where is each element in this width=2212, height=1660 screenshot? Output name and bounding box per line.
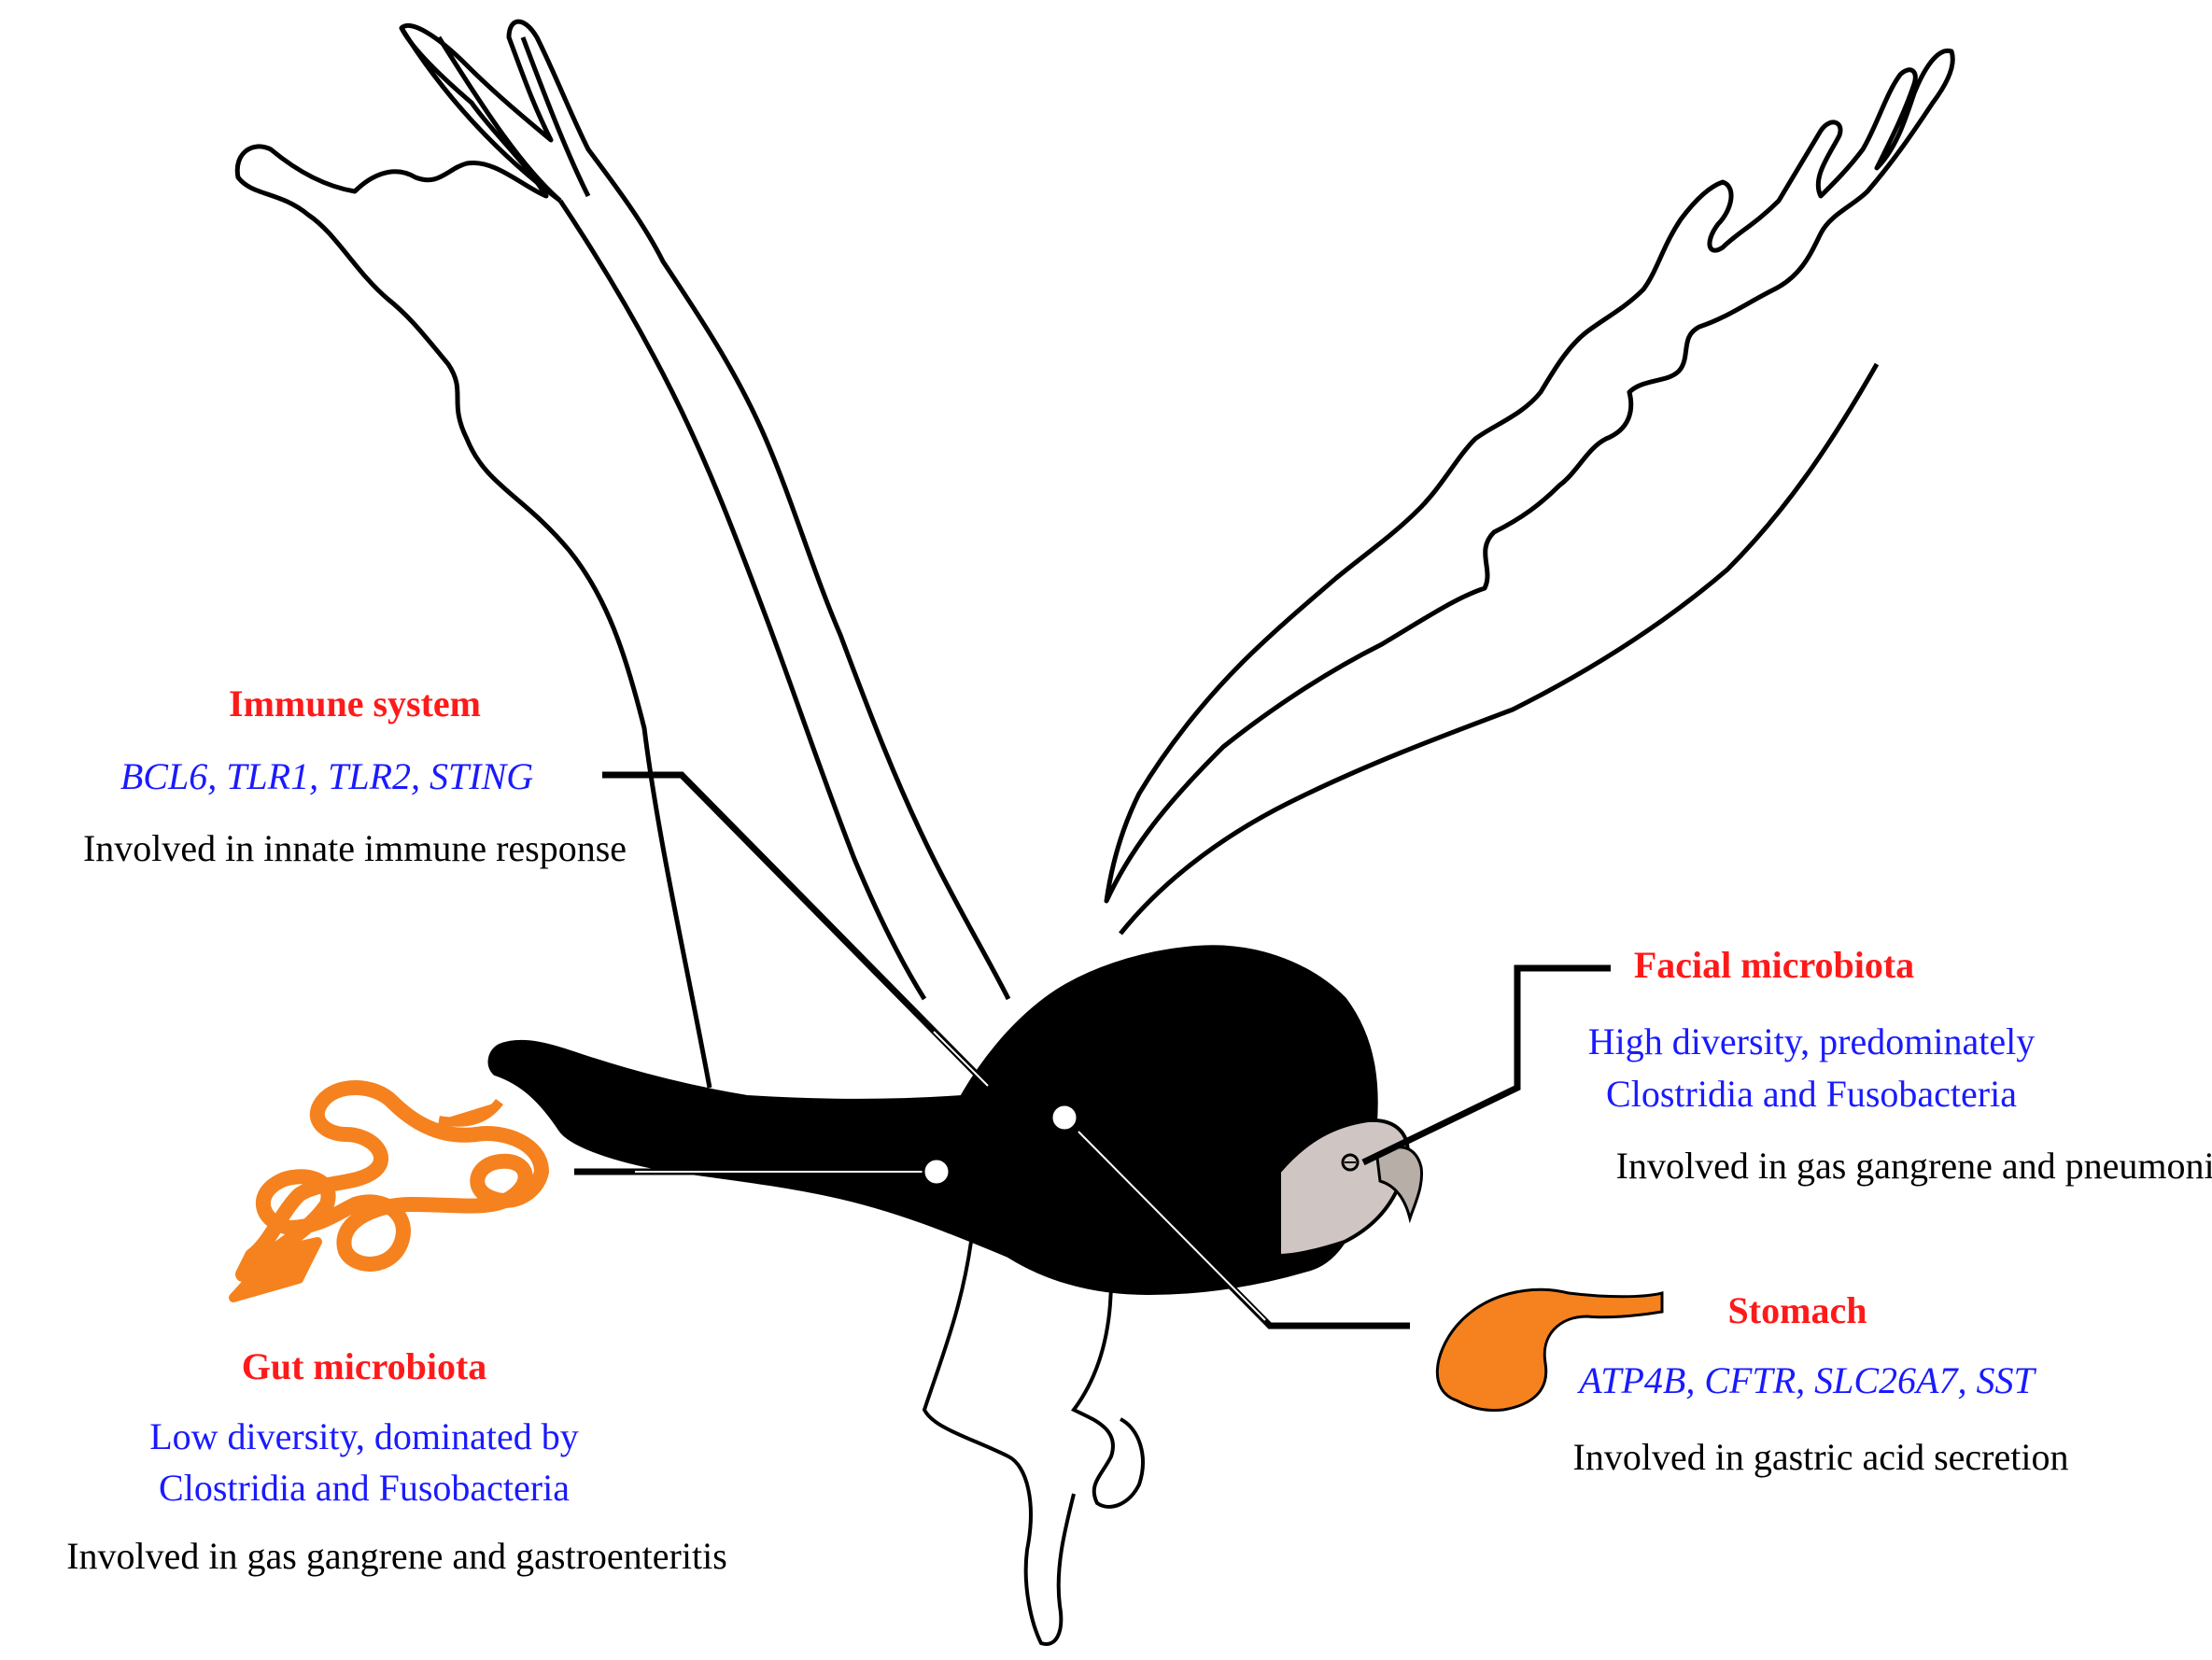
facial-title: Facial microbiota <box>1633 944 1915 986</box>
facial-desc-3: Involved in gas gangrene and pneumonia <box>1615 1145 2212 1187</box>
intestine-icon <box>235 1080 549 1282</box>
stomach-icon <box>1435 1287 1664 1412</box>
right-wing-inner-line <box>1119 362 1880 936</box>
leg-right <box>1070 1278 1145 1509</box>
stomach-desc: Involved in gastric acid secretion <box>1572 1436 2069 1478</box>
immune-genes: BCL6, TLR1, TLR2, STING <box>120 755 534 797</box>
intestine-tail <box>229 1098 503 1302</box>
condor-body <box>487 945 1378 1296</box>
gut-desc-2: Clostridia and Fusobacteria <box>159 1467 570 1509</box>
gut-title: Gut microbiota <box>241 1345 487 1387</box>
left-wing-feather-lines <box>399 26 591 203</box>
gut-desc-3: Involved in gas gangrene and gastroenter… <box>66 1535 727 1577</box>
leader-immune <box>602 771 993 1090</box>
left-wing-outline <box>234 19 1011 1089</box>
facial-desc-1: High diversity, predominately <box>1587 1020 2036 1062</box>
stomach-marker <box>1050 1103 1079 1132</box>
facial-desc-2: Clostridia and Fusobacteria <box>1606 1073 2017 1115</box>
leg-left <box>922 1241 1076 1646</box>
gut-desc-1: Low diversity, dominated by <box>149 1415 579 1457</box>
immune-desc: Involved in innate immune response <box>82 827 627 869</box>
leader-facial <box>1361 964 1611 1166</box>
immune-title: Immune system <box>229 682 481 724</box>
gut-marker <box>922 1157 951 1187</box>
stomach-title: Stomach <box>1727 1289 1867 1331</box>
stomach-genes: ATP4B, CFTR, SLC26A7, SST <box>1579 1359 2035 1401</box>
left-wing-inner-line <box>557 199 927 1001</box>
right-wing-outline <box>1104 48 1955 904</box>
